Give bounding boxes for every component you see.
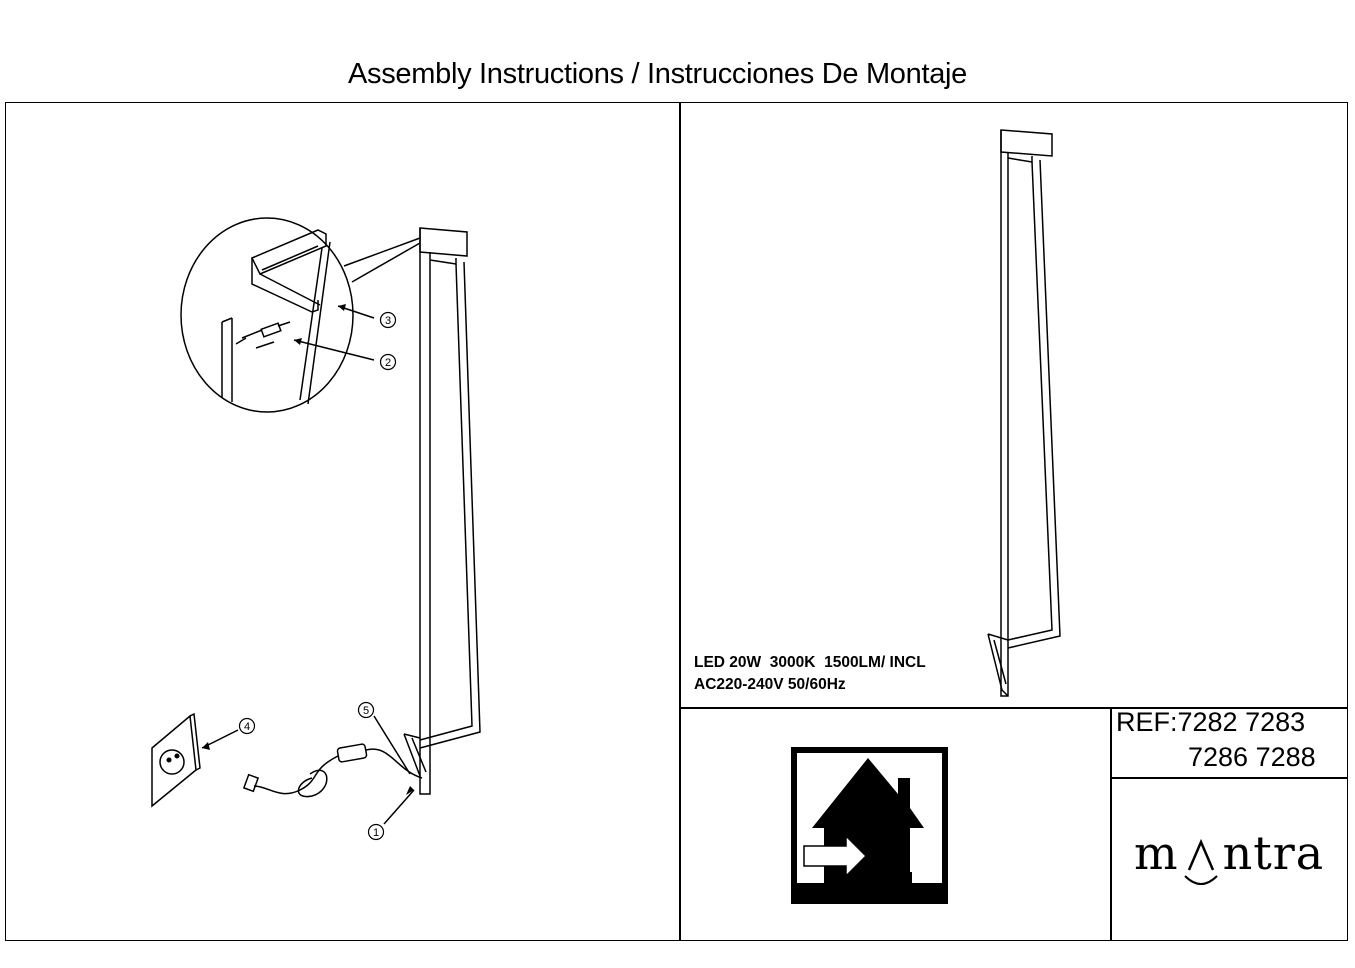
reference-numbers-line2: 7286 7288 bbox=[1188, 742, 1316, 772]
page-title: Assembly Instructions / Instrucciones De… bbox=[347, 58, 968, 90]
callout-2-circle bbox=[379, 353, 397, 371]
info-divider bbox=[679, 707, 1348, 709]
callout-4-label: 4 bbox=[244, 721, 250, 733]
panel-divider bbox=[679, 102, 681, 941]
callout-2-label: 2 bbox=[385, 357, 391, 369]
assembly-diagram: 3 2 4 5 1 bbox=[151, 217, 481, 841]
brand-logo-part2: ntra bbox=[1222, 826, 1325, 880]
spec-voltage-line: AC220-240V 50/60Hz bbox=[694, 676, 846, 693]
spec-power-line: LED 20W 3000K 1500LM/ INCL bbox=[694, 654, 926, 671]
callout-1-circle bbox=[367, 823, 385, 841]
callout-5-label: 5 bbox=[363, 705, 369, 717]
lamp-elevation-drawing bbox=[987, 129, 1061, 697]
page-frame bbox=[5, 102, 1348, 941]
brand-logo: m ntra bbox=[1134, 826, 1325, 885]
callout-5-circle bbox=[357, 701, 375, 719]
callout-1-label: 1 bbox=[373, 827, 379, 839]
ref-brand-divider bbox=[1110, 777, 1348, 779]
callout-3-label: 3 bbox=[385, 315, 391, 327]
callout-3-circle bbox=[379, 311, 397, 329]
ref-divider bbox=[1110, 707, 1112, 941]
callout-4-circle bbox=[238, 717, 256, 735]
brand-logo-part1: m bbox=[1134, 826, 1179, 880]
reference-numbers-line1: REF:7282 7283 bbox=[1116, 707, 1306, 737]
mantra-lambda-smile-icon bbox=[1179, 834, 1223, 885]
